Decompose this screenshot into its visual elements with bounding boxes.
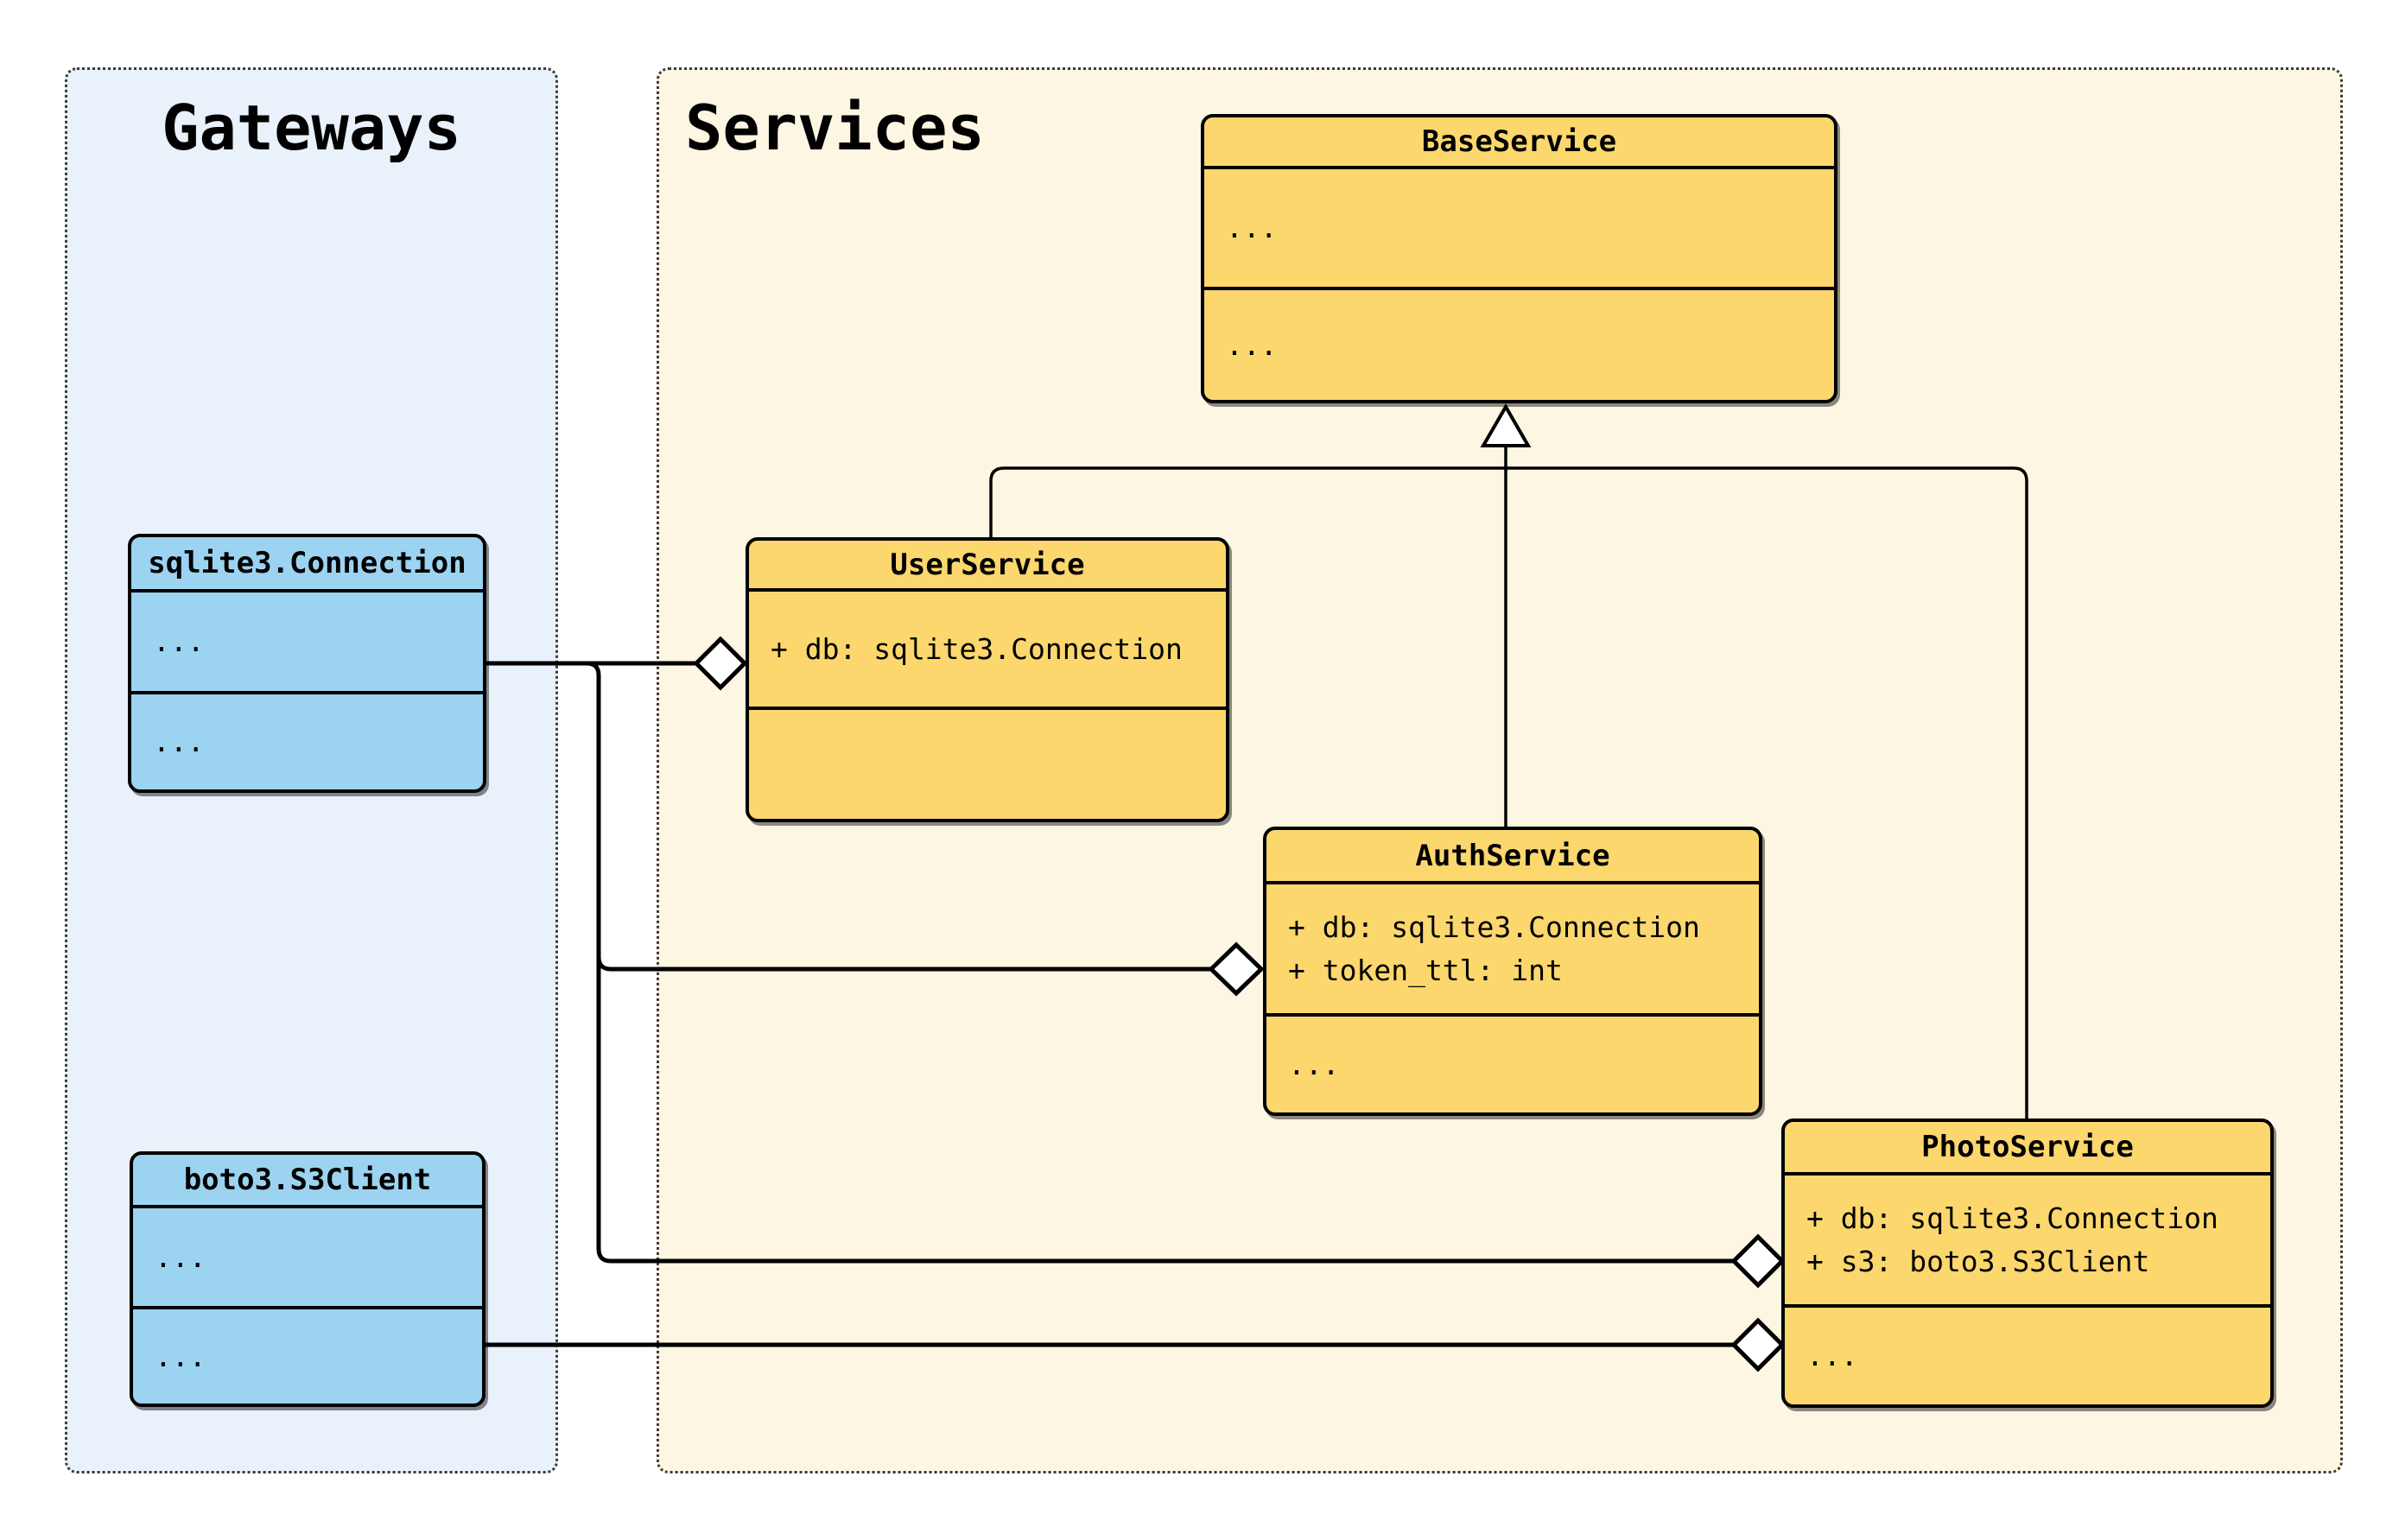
- class-attribute: + db: sqlite3.Connection: [1288, 910, 1700, 944]
- class-methods: ...: [133, 1309, 482, 1404]
- class-attributes: + db: sqlite3.Connection + s3: boto3.S3C…: [1785, 1176, 2270, 1308]
- aggregation-diamond-authservice-icon: [1208, 941, 1265, 997]
- aggregation-diamond-photoservice-db-icon: [1730, 1233, 1786, 1289]
- class-method: ...: [155, 1339, 206, 1373]
- inheritance-bus-line: [989, 466, 2028, 1119]
- class-methods: ...: [1785, 1308, 2270, 1404]
- aggregation-line-sqlite-authservice: [596, 956, 1211, 972]
- class-title: sqlite3.Connection: [131, 537, 483, 593]
- aggregation-diamond-photoservice-s3-icon: [1730, 1317, 1786, 1372]
- class-attribute: ...: [1226, 211, 1278, 245]
- class-title: BaseService: [1204, 117, 1834, 169]
- class-title: UserService: [749, 541, 1226, 592]
- class-box-userservice: UserService + db: sqlite3.Connection: [746, 537, 1229, 822]
- class-attribute: ...: [155, 1239, 206, 1274]
- group-gateways-label: Gateways: [162, 92, 461, 164]
- class-attributes: ...: [133, 1208, 482, 1309]
- class-box-photoservice: PhotoService + db: sqlite3.Connection + …: [1781, 1119, 2274, 1408]
- class-attributes: + db: sqlite3.Connection + token_ttl: in…: [1266, 884, 1759, 1017]
- class-methods: ...: [1266, 1017, 1759, 1112]
- class-method: ...: [153, 725, 205, 759]
- class-attribute: + db: sqlite3.Connection: [771, 631, 1183, 666]
- class-box-boto3-s3client: boto3.S3Client ... ...: [130, 1151, 486, 1407]
- inheritance-triangle-icon: [1480, 403, 1532, 447]
- class-method: ...: [1288, 1047, 1340, 1081]
- class-attribute: + db: sqlite3.Connection: [1806, 1201, 2218, 1235]
- class-attributes: ...: [131, 593, 483, 694]
- class-box-sqlite3-connection: sqlite3.Connection ... ...: [128, 534, 486, 793]
- class-attributes: + db: sqlite3.Connection: [749, 592, 1226, 710]
- group-services-label: Services: [685, 92, 985, 164]
- class-method: ...: [1226, 327, 1278, 362]
- class-box-authservice: AuthService + db: sqlite3.Connection + t…: [1263, 827, 1762, 1116]
- class-attributes: ...: [1204, 169, 1834, 290]
- class-title: boto3.S3Client: [133, 1155, 482, 1208]
- class-title: AuthService: [1266, 830, 1759, 884]
- class-attribute: ...: [153, 624, 205, 659]
- class-methods: ...: [131, 694, 483, 789]
- class-method: ...: [1806, 1339, 1858, 1373]
- class-methods: [749, 710, 1226, 819]
- class-attribute: + token_ttl: int: [1288, 953, 1563, 987]
- class-attribute: + s3: boto3.S3Client: [1806, 1244, 2150, 1278]
- class-title: PhotoService: [1785, 1122, 2270, 1176]
- aggregation-diamond-userservice-icon: [693, 636, 748, 691]
- class-box-baseservice: BaseService ... ...: [1201, 114, 1837, 403]
- aggregation-line-sqlite-photoservice: [586, 661, 1734, 1264]
- class-methods: ...: [1204, 290, 1834, 400]
